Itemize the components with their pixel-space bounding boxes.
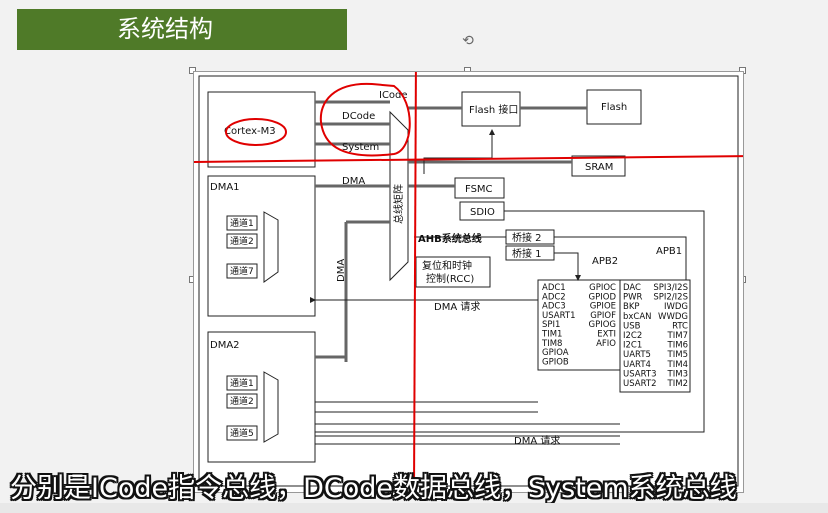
subtitle-caption: 分别是ICode指令总线，DCode数据总线，System系统总线 xyxy=(10,473,737,504)
fsmc-label: FSMC xyxy=(465,184,493,195)
apb2_left-item: GPIOA xyxy=(542,348,569,358)
apb1_right-item: RTC xyxy=(672,321,688,331)
bus-matrix-shape xyxy=(389,110,409,282)
dma1-box xyxy=(207,175,316,317)
apb2_right-item: GPIOE xyxy=(590,302,616,312)
apb2_right-item: AFIO xyxy=(596,339,616,349)
apb1_right-item: TIM5 xyxy=(667,350,688,360)
rcc-line1: 复位和时钟 xyxy=(422,259,472,272)
dma-vertical-label: DMA xyxy=(336,259,347,282)
cortex-label: Cortex-M3 xyxy=(224,126,276,137)
rotate-handle-icon[interactable]: ⟲ xyxy=(462,33,474,49)
ahb-label: AHB系统总线 xyxy=(418,232,482,245)
apb1_left-item: I2C2 xyxy=(623,331,642,341)
apb1_right-item: TIM7 xyxy=(667,331,688,341)
apb1-label: APB1 xyxy=(656,246,682,257)
bridge2-label: 桥接 2 xyxy=(512,231,542,244)
apb1_right-item: SPI2/I2S xyxy=(653,293,688,303)
apb2_right-item: GPIOF xyxy=(590,311,616,321)
dma1-channel7: 通道7 xyxy=(230,265,254,277)
apb2_right-item: GPIOG xyxy=(589,320,617,330)
annotation-circle-cortex xyxy=(225,118,287,146)
apb2_left-item: ADC1 xyxy=(542,283,566,293)
apb1_left-item: DAC xyxy=(623,283,641,293)
bus-matrix-label: 总线矩阵 xyxy=(392,184,405,224)
apb1_left-item: I2C1 xyxy=(623,341,642,351)
dma2-box xyxy=(207,331,316,463)
dma1-label: DMA1 xyxy=(210,182,240,193)
apb2_left-item: ADC3 xyxy=(542,302,566,312)
dcode-label: DCode xyxy=(342,111,375,122)
apb1_left-item: USART3 xyxy=(623,369,656,379)
icode-label: ICode xyxy=(379,90,408,101)
diagram-frame xyxy=(198,75,739,487)
apb1_right-item: SPI3/I2S xyxy=(653,283,688,293)
apb2_left-item: TIM1 xyxy=(541,330,562,340)
bridge1-label: 桥接 1 xyxy=(512,247,542,260)
apb1_right-item: TIM4 xyxy=(667,360,688,370)
dma2-channel1: 通道1 xyxy=(230,377,254,389)
apb2_left-item: TIM8 xyxy=(541,339,562,349)
resize-handle[interactable] xyxy=(189,67,196,74)
apb1_left-item: BKP xyxy=(623,302,640,312)
apb1_left-item: UART4 xyxy=(623,360,651,370)
flash-label: Flash xyxy=(601,102,627,113)
apb1_right-item: TIM2 xyxy=(667,379,688,389)
flash-interface-label: Flash 接口 xyxy=(469,103,518,116)
apb1_right-item: IWDG xyxy=(664,302,688,312)
apb1_left-item: UART5 xyxy=(623,350,651,360)
dma-request-label: DMA 请求 xyxy=(434,300,480,313)
slide-title: 系统结构 xyxy=(17,9,347,50)
apb1_right-item: WWDG xyxy=(658,312,688,322)
apb2-label: APB2 xyxy=(592,256,618,267)
red-annotations xyxy=(188,51,751,493)
apb1_left-item: USB xyxy=(623,321,641,331)
apb1-devices-box xyxy=(619,279,691,393)
apb2_left-item: SPI1 xyxy=(542,320,560,330)
apb1_right-item: TIM3 xyxy=(667,369,688,379)
apb1_left-item: bxCAN xyxy=(623,312,652,322)
bottom-strip xyxy=(0,503,828,513)
system-label: System xyxy=(342,142,379,153)
apb1_left-item: USART2 xyxy=(623,379,656,389)
dma1-channel2: 通道2 xyxy=(230,235,254,247)
apb1_left-item: PWR xyxy=(623,293,643,303)
sram-label: SRAM xyxy=(585,162,613,173)
annotation-vertical-line xyxy=(413,51,417,493)
dma2-channel2: 通道2 xyxy=(230,395,254,407)
dma2-channel5: 通道5 xyxy=(230,427,254,439)
stm32-architecture-diagram[interactable]: Cortex-M3 ICode DCode System Flash 接口 Fl… xyxy=(188,51,751,493)
apb2_left-item: GPIOB xyxy=(542,357,569,367)
annotation-horizontal-line xyxy=(188,155,751,163)
apb2_right-item: GPIOC xyxy=(589,283,616,293)
dma2-label: DMA2 xyxy=(210,340,240,351)
sram-box xyxy=(571,155,626,177)
apb2_right-item: EXTI xyxy=(597,330,616,340)
diagram-svg: Cortex-M3 ICode DCode System Flash 接口 Fl… xyxy=(188,51,751,493)
sdio-label: SDIO xyxy=(470,207,495,218)
apb2_left-item: ADC2 xyxy=(542,292,566,302)
apb2_right-item: GPIOD xyxy=(589,292,617,302)
cortex-box xyxy=(207,91,316,168)
rcc-line2: 控制(RCC) xyxy=(426,272,474,285)
dma1-channel1: 通道1 xyxy=(230,217,254,229)
dma-bus-label: DMA xyxy=(342,176,365,187)
apb1_right-item: TIM6 xyxy=(667,341,688,351)
annotation-circle-buses xyxy=(319,82,411,157)
dma-request-label-2: DMA 请求 xyxy=(514,434,560,447)
apb2_left-item: USART1 xyxy=(542,311,575,321)
fsmc-box xyxy=(454,177,505,199)
